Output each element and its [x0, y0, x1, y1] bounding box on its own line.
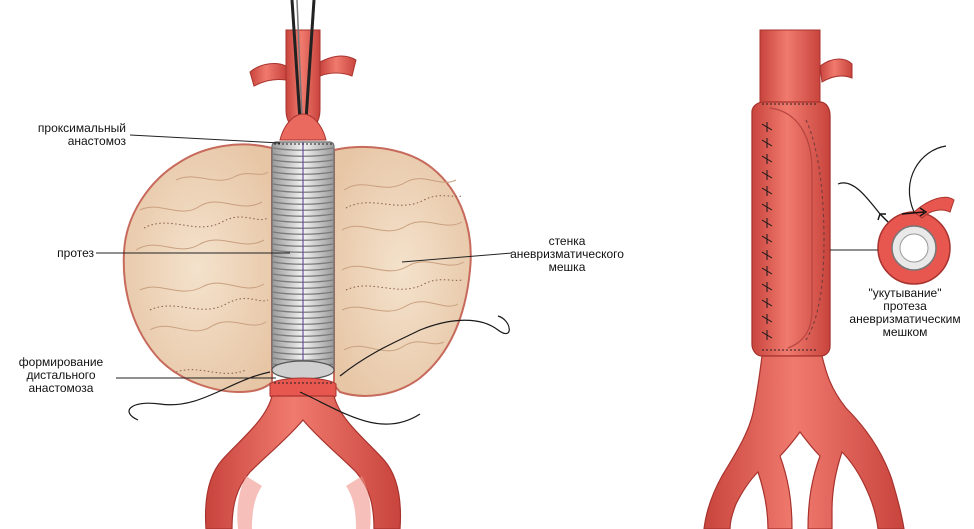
label-proximal-anastomosis: проксимальный анастомоз	[18, 122, 126, 148]
cross-section-inset	[838, 146, 954, 284]
label-line: мешком	[846, 326, 964, 339]
wrapped-sac	[752, 102, 830, 356]
label-line: анастомоза	[6, 382, 116, 395]
right-figure	[704, 30, 954, 529]
label-aneurysm-wall: стенка аневризматического мешка	[508, 235, 626, 274]
label-prosthesis: протез	[20, 247, 94, 260]
label-distal-anastomosis: формирование дистального анастомоза	[6, 356, 116, 395]
label-line: мешка	[508, 261, 626, 274]
aneurysm-sac-left	[124, 144, 272, 392]
lower-aorta-left	[206, 378, 401, 529]
label-wrapping: "укутывание" протеза аневризматическим м…	[846, 287, 964, 339]
label-line: протез	[20, 247, 94, 260]
label-line: анастомоз	[18, 135, 126, 148]
left-figure	[96, 0, 512, 529]
upper-aorta-right	[760, 30, 852, 106]
upper-aorta-left	[250, 0, 356, 140]
graft-prosthesis	[272, 142, 334, 379]
lower-aorta-right	[704, 356, 904, 529]
